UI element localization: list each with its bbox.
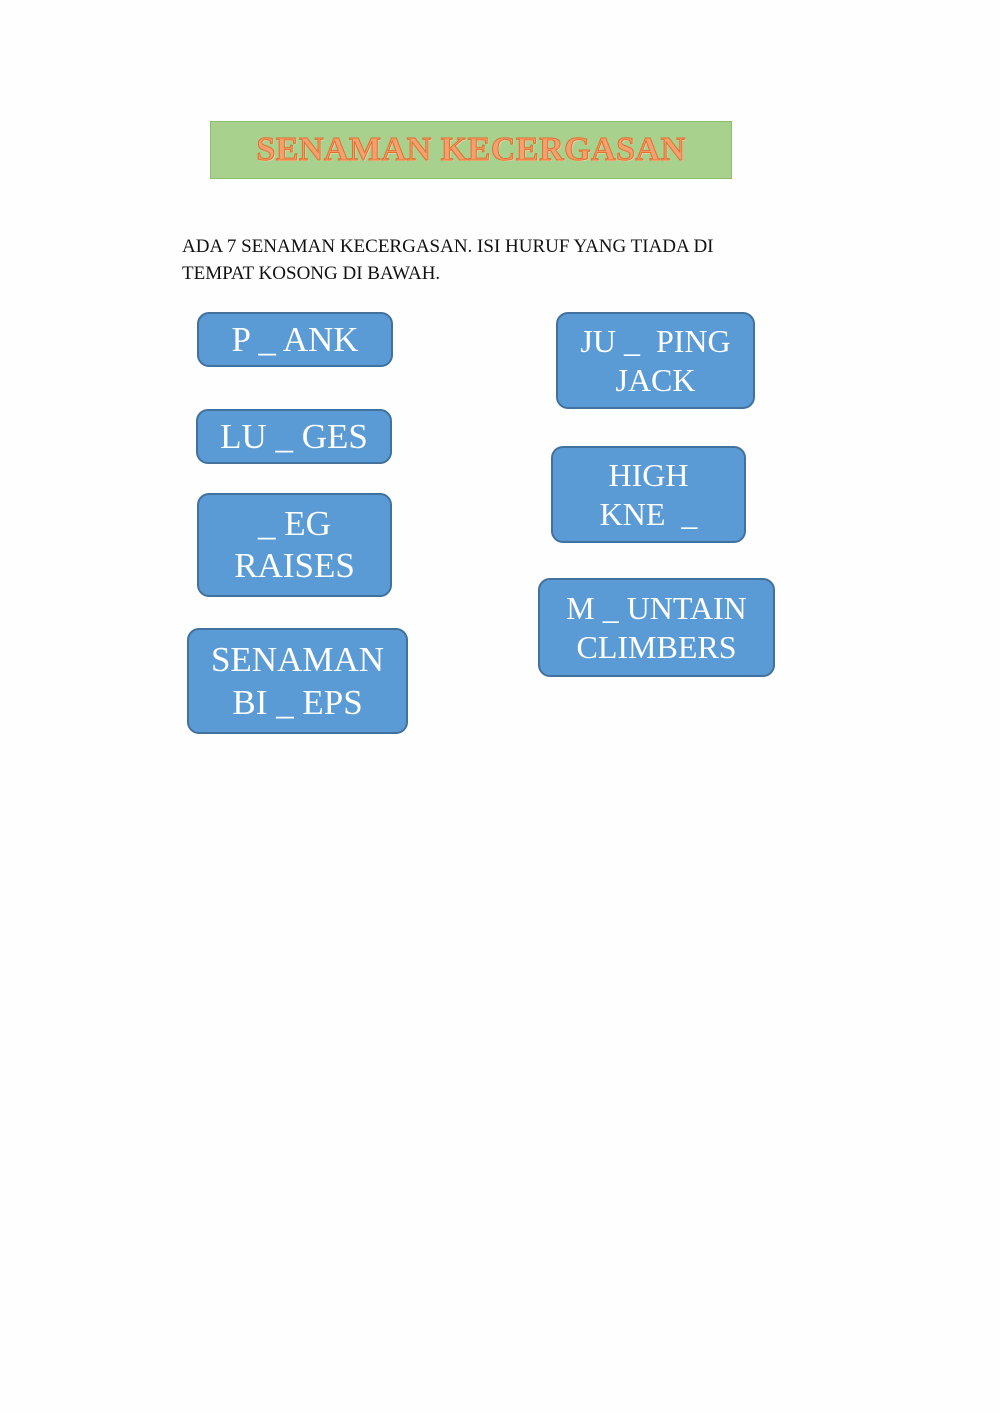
exercise-box-mountain-climbers[interactable]: M _ UNTAIN CLIMBERS — [538, 578, 775, 677]
exercise-text: SENAMAN — [210, 640, 385, 679]
exercise-text: M _ UNTAIN — [566, 589, 747, 626]
exercise-text: JU _ PING — [580, 322, 731, 359]
exercise-text: RAISES — [234, 546, 355, 585]
exercise-text: P _ ANK — [231, 319, 359, 359]
page-title: SENAMAN KECERGASAN — [256, 131, 686, 169]
exercise-box-high-knee[interactable]: HIGH KNE _ — [551, 446, 746, 543]
exercise-text: KNE _ — [599, 495, 698, 532]
exercise-box-senaman-biceps[interactable]: SENAMAN BI _ EPS — [187, 628, 408, 734]
exercise-text: BI _ EPS — [232, 683, 363, 722]
exercise-text: LU _ GES — [220, 416, 368, 456]
exercise-text: CLIMBERS — [576, 628, 737, 665]
instructions: ADA 7 SENAMAN KECERGASAN. ISI HURUF YANG… — [182, 233, 822, 287]
exercise-text: _ EG — [258, 504, 331, 543]
instructions-line-2: TEMPAT KOSONG DI BAWAH. — [182, 263, 441, 284]
instructions-line-1: ADA 7 SENAMAN KECERGASAN. ISI HURUF YANG… — [182, 236, 714, 257]
exercise-box-plank[interactable]: P _ ANK — [197, 312, 393, 367]
exercise-text: HIGH — [608, 456, 689, 493]
exercise-box-lunges[interactable]: LU _ GES — [196, 409, 392, 464]
exercise-box-jumping-jack[interactable]: JU _ PING JACK — [556, 312, 755, 409]
title-banner: SENAMAN KECERGASAN — [210, 121, 732, 179]
exercise-text: JACK — [615, 361, 696, 398]
exercise-box-leg-raises[interactable]: _ EG RAISES — [197, 493, 392, 597]
